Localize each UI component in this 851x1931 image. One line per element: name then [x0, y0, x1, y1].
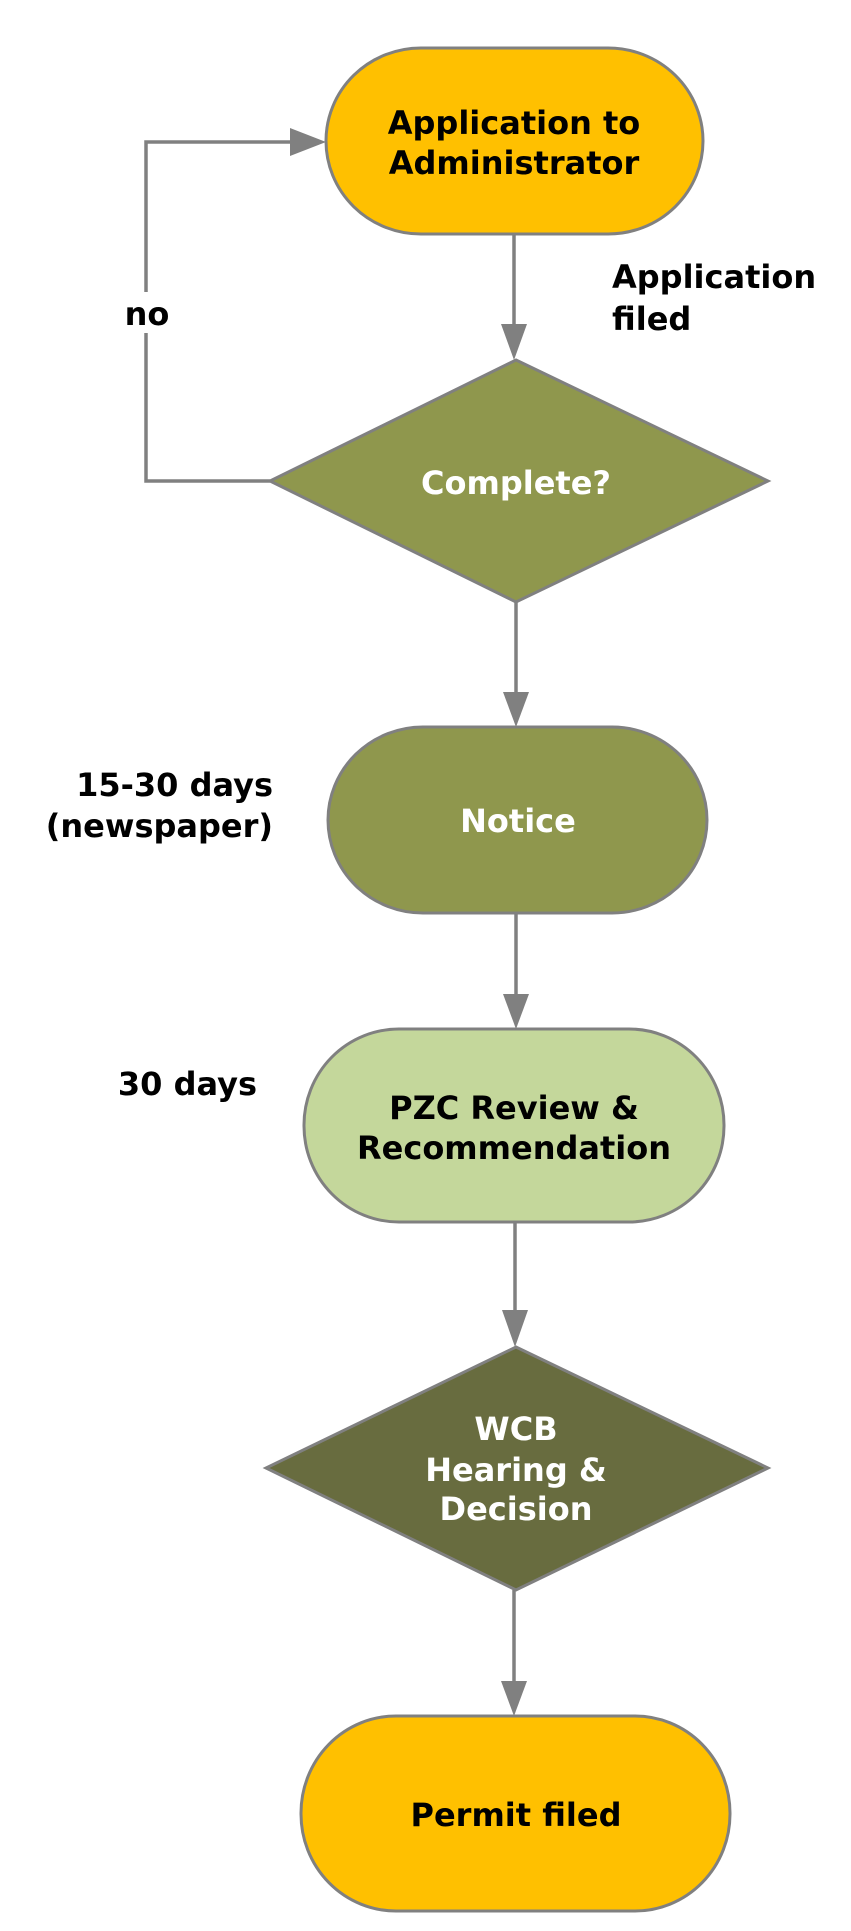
decision-shape-complete — [266, 358, 772, 604]
connectors — [144, 128, 529, 1716]
node-label-line: Application to — [388, 104, 641, 142]
annotation-line: (newspaper) — [46, 807, 273, 845]
node-label-line: Hearing & — [425, 1451, 607, 1489]
annotation-notice-timing: 15-30 days (newspaper) — [46, 766, 273, 845]
node-label-line: Administrator — [389, 144, 640, 182]
node-wcb-hearing-decision: WCB Hearing & Decision — [262, 1345, 772, 1592]
connector-no-loop-upper — [144, 140, 290, 292]
terminal-shape-application — [324, 46, 705, 236]
edge-label-no: no — [125, 295, 170, 333]
node-label-line: PZC Review & — [389, 1089, 639, 1127]
terminal-shape-notice — [326, 725, 709, 915]
annotation-line: 15-30 days — [76, 766, 273, 804]
terminal-shape-permit — [299, 1714, 732, 1913]
node-notice: Notice — [326, 725, 709, 915]
arrowhead-no-loop — [290, 128, 326, 156]
node-pzc-review: PZC Review & Recommendation — [302, 1027, 726, 1224]
node-label-line: Complete? — [421, 464, 611, 502]
edge-label-line: Application — [612, 258, 816, 296]
node-label-line: Decision — [440, 1490, 593, 1528]
edge-label-application-filed: Application filed — [612, 258, 816, 338]
node-label-line: Permit filed — [411, 1796, 622, 1834]
node-label-line: Recommendation — [357, 1129, 671, 1167]
connector-no-loop-lower — [144, 333, 270, 483]
node-complete-decision: Complete? — [266, 358, 772, 604]
terminal-shape-pzc — [302, 1027, 726, 1224]
node-application-to-administrator: Application to Administrator — [324, 46, 705, 236]
arrowhead-notice-to-pzc — [503, 994, 529, 1029]
node-label-line: WCB — [474, 1410, 557, 1448]
node-label-line: Notice — [460, 802, 576, 840]
arrowhead-complete-to-notice — [503, 692, 529, 727]
edge-label-line: filed — [612, 300, 691, 338]
arrowhead-application-to-complete — [501, 324, 527, 360]
annotation-line: 30 days — [118, 1065, 257, 1103]
annotation-pzc-timing: 30 days — [118, 1065, 257, 1103]
arrowhead-pzc-to-wcb — [502, 1310, 528, 1347]
edge-label-line: no — [125, 295, 170, 333]
node-permit-filed: Permit filed — [299, 1714, 732, 1913]
decision-shape-wcb — [262, 1345, 772, 1592]
arrowhead-wcb-to-permit — [501, 1681, 527, 1716]
